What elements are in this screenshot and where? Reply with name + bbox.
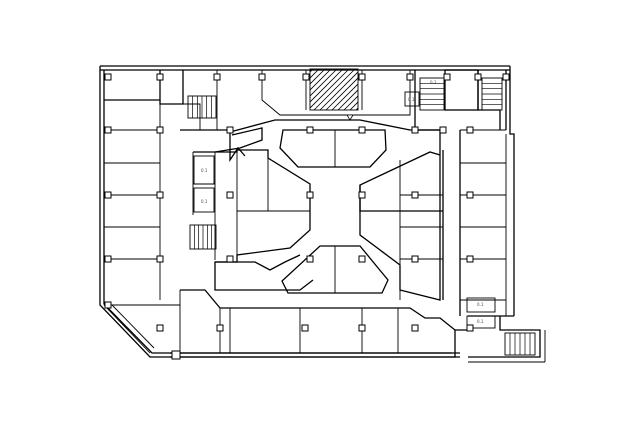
hatch-line xyxy=(310,69,344,103)
column-icon xyxy=(302,73,310,81)
column-icon xyxy=(216,324,224,332)
column-icon xyxy=(411,324,419,332)
column-icon xyxy=(358,126,366,134)
column-icon xyxy=(411,126,419,134)
column-icon xyxy=(226,191,234,199)
column-icon xyxy=(411,255,419,263)
hatch-line xyxy=(310,69,332,91)
column-icon xyxy=(104,301,112,309)
column-icon xyxy=(466,324,474,332)
hatch-line xyxy=(313,69,356,110)
column-icon xyxy=(358,324,366,332)
column-icon xyxy=(358,73,366,81)
room-tag: 0.1 xyxy=(477,319,484,324)
column-icon xyxy=(466,126,474,134)
hatched-shaft-icon xyxy=(266,68,409,111)
hatch-line xyxy=(362,69,403,110)
room-tag: 0.1 xyxy=(201,199,208,204)
column-icon xyxy=(358,191,366,199)
column-icon xyxy=(466,191,474,199)
column-icon xyxy=(502,73,510,81)
column-icon xyxy=(301,324,309,332)
column-icon xyxy=(104,255,112,263)
hatch-line xyxy=(310,69,338,97)
column-icon xyxy=(439,126,447,134)
small-rooms xyxy=(193,91,496,329)
hatch-line xyxy=(349,101,358,110)
column-icon xyxy=(156,324,164,332)
hatch-line xyxy=(331,83,358,110)
column-icon xyxy=(443,73,451,81)
hatch-line xyxy=(368,69,409,110)
column-icon xyxy=(156,191,164,199)
hatch-line xyxy=(310,69,350,109)
column-icon xyxy=(156,255,164,263)
column-icon xyxy=(104,191,112,199)
partitions xyxy=(103,69,546,363)
column-icon xyxy=(474,73,482,81)
room-tags: 0.1 0.1 0.1 0.1 0.1 0.1 xyxy=(201,80,484,324)
room-tag: 0.1 xyxy=(408,97,415,102)
hatch-line xyxy=(343,95,358,110)
column-icon xyxy=(104,126,112,134)
column-icon xyxy=(306,126,314,134)
column-icon xyxy=(213,73,221,81)
hatch-line xyxy=(337,89,358,110)
column-icon xyxy=(226,126,234,134)
column-icon xyxy=(411,191,419,199)
room-tag: 0.1 xyxy=(477,302,484,307)
hatch-line xyxy=(325,77,358,110)
hatch-line xyxy=(319,71,358,110)
column-icon xyxy=(406,73,414,81)
column-icon xyxy=(306,255,314,263)
column-icon xyxy=(156,126,164,134)
stair-icon xyxy=(187,77,536,356)
room-tag: 0.1 xyxy=(430,80,437,85)
column-icon xyxy=(226,255,234,263)
column-icon xyxy=(156,73,164,81)
column-icon xyxy=(306,191,314,199)
column-icon xyxy=(258,73,266,81)
hatch-line xyxy=(310,69,326,85)
column-icon xyxy=(104,73,112,81)
column-icon xyxy=(358,255,366,263)
room-tag: 0.1 xyxy=(201,168,208,173)
column-icon xyxy=(466,255,474,263)
hatch-line xyxy=(310,69,320,79)
hatch-line xyxy=(266,69,307,110)
columns xyxy=(104,73,510,332)
